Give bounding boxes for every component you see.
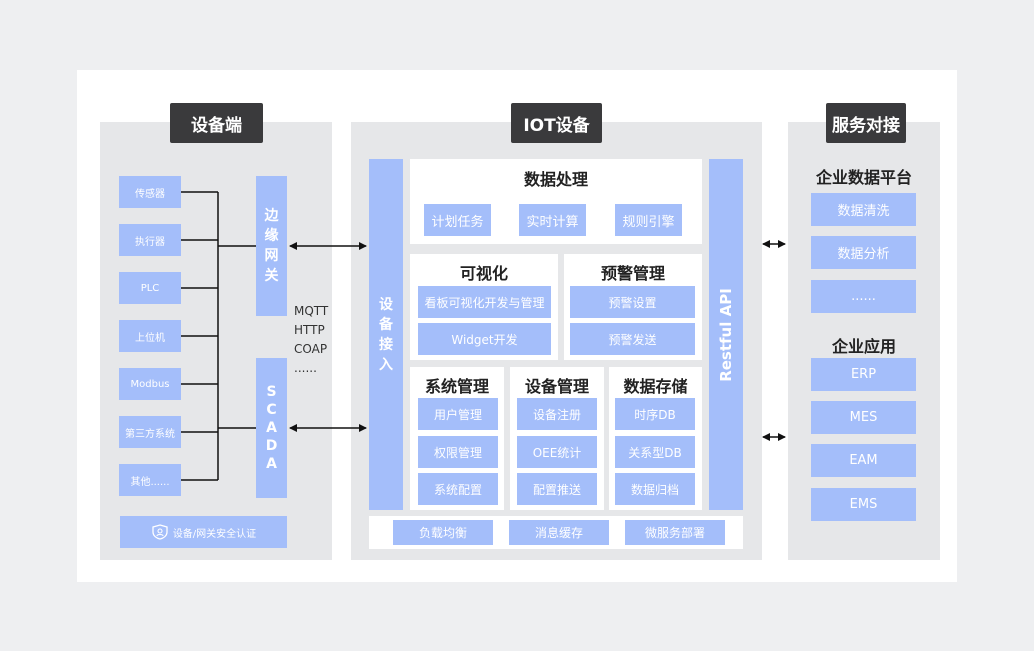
dev-register: 设备注册 [517, 398, 597, 430]
device-actuator: 执行器 [119, 224, 181, 256]
sys-permission: 权限管理 [418, 436, 498, 468]
dp-realtime: 实时计算 [519, 204, 586, 236]
data-platform-title: 企业数据平台 [815, 168, 912, 187]
dp-rule-engine: 规则引擎 [615, 204, 682, 236]
device-plc: PLC [119, 272, 181, 304]
app-ems: EMS [811, 488, 916, 521]
infra-microservice: 微服务部署 [625, 520, 725, 545]
scada-char: S [266, 384, 277, 400]
security-auth-box: 设备/网关安全认证 [120, 516, 287, 548]
infra-load-balance: 负载均衡 [393, 520, 493, 545]
app-eam: EAM [811, 444, 916, 477]
device-third-party: 第三方系统 [119, 416, 181, 448]
visualization-title: 可视化 [459, 264, 508, 283]
scada-char: A [266, 420, 277, 436]
platform-analysis: 数据分析 [811, 236, 916, 269]
protocol-coap: COAP [294, 342, 328, 356]
service-title: 服务对接 [826, 103, 906, 143]
system-mgmt-title: 系统管理 [424, 377, 489, 396]
device-other: 其他...... [119, 464, 181, 496]
access-char: 接 [379, 336, 393, 353]
protocol-mqtt: MQTT [294, 304, 329, 318]
scada-char: A [266, 456, 277, 472]
device-mgmt-title: 设备管理 [524, 377, 589, 396]
storage-archive: 数据归档 [615, 473, 695, 505]
device-host: 上位机 [119, 320, 181, 352]
access-char: 设 [379, 296, 393, 313]
device-modbus: Modbus [119, 368, 181, 400]
app-erp: ERP [811, 358, 916, 391]
device-access-box: 设 备 接 入 [369, 159, 403, 510]
enterprise-apps-title: 企业应用 [831, 337, 896, 356]
gateway-char: 缘 [264, 228, 279, 244]
diagram-canvas: 设备端 传感器 执行器 PLC 上位机 Modbus 第三方系统 其他.....… [77, 70, 957, 582]
sys-config: 系统配置 [418, 473, 498, 505]
app-mes: MES [811, 401, 916, 434]
device-side-title: 设备端 [170, 103, 263, 143]
device-sensor: 传感器 [119, 176, 181, 208]
access-char: 入 [379, 356, 393, 373]
alert-title: 预警管理 [600, 264, 665, 283]
protocol-more: ...... [294, 361, 317, 375]
storage-tsdb: 时序DB [615, 398, 695, 430]
restful-api-box: Restful API [709, 159, 743, 510]
shield-icon [152, 524, 168, 540]
gateway-char: 网 [264, 248, 279, 264]
security-auth-label: 设备/网关安全认证 [172, 528, 257, 540]
dev-config-push: 配置推送 [517, 473, 597, 505]
gateway-char: 关 [264, 268, 279, 284]
infra-msg-cache: 消息缓存 [509, 520, 609, 545]
platform-clean: 数据清洗 [811, 193, 916, 226]
scada-char: D [265, 438, 278, 454]
scada-box: S C A D A [256, 358, 287, 498]
platform-more: ...... [811, 280, 916, 313]
iot-title: IOT设备 [511, 103, 602, 143]
storage-title: 数据存储 [623, 377, 688, 396]
data-processing-title: 数据处理 [523, 170, 588, 189]
scada-char: C [266, 402, 277, 418]
dev-oee: OEE统计 [517, 436, 597, 468]
sys-user-mgmt: 用户管理 [418, 398, 498, 430]
protocol-list: MQTT HTTP COAP ...... [294, 302, 354, 378]
dp-plan-task: 计划任务 [424, 204, 491, 236]
edge-gateway-box: 边 缘 网 关 [256, 176, 287, 316]
vis-widget: Widget开发 [418, 323, 551, 355]
gateway-char: 边 [264, 208, 279, 224]
connector-lines [181, 191, 786, 481]
alert-send: 预警发送 [570, 323, 695, 355]
alert-settings: 预警设置 [570, 286, 695, 318]
access-char: 备 [379, 316, 393, 333]
vis-dashboard: 看板可视化开发与管理 [418, 286, 551, 318]
storage-rdb: 关系型DB [615, 436, 695, 468]
protocol-http: HTTP [294, 323, 325, 337]
